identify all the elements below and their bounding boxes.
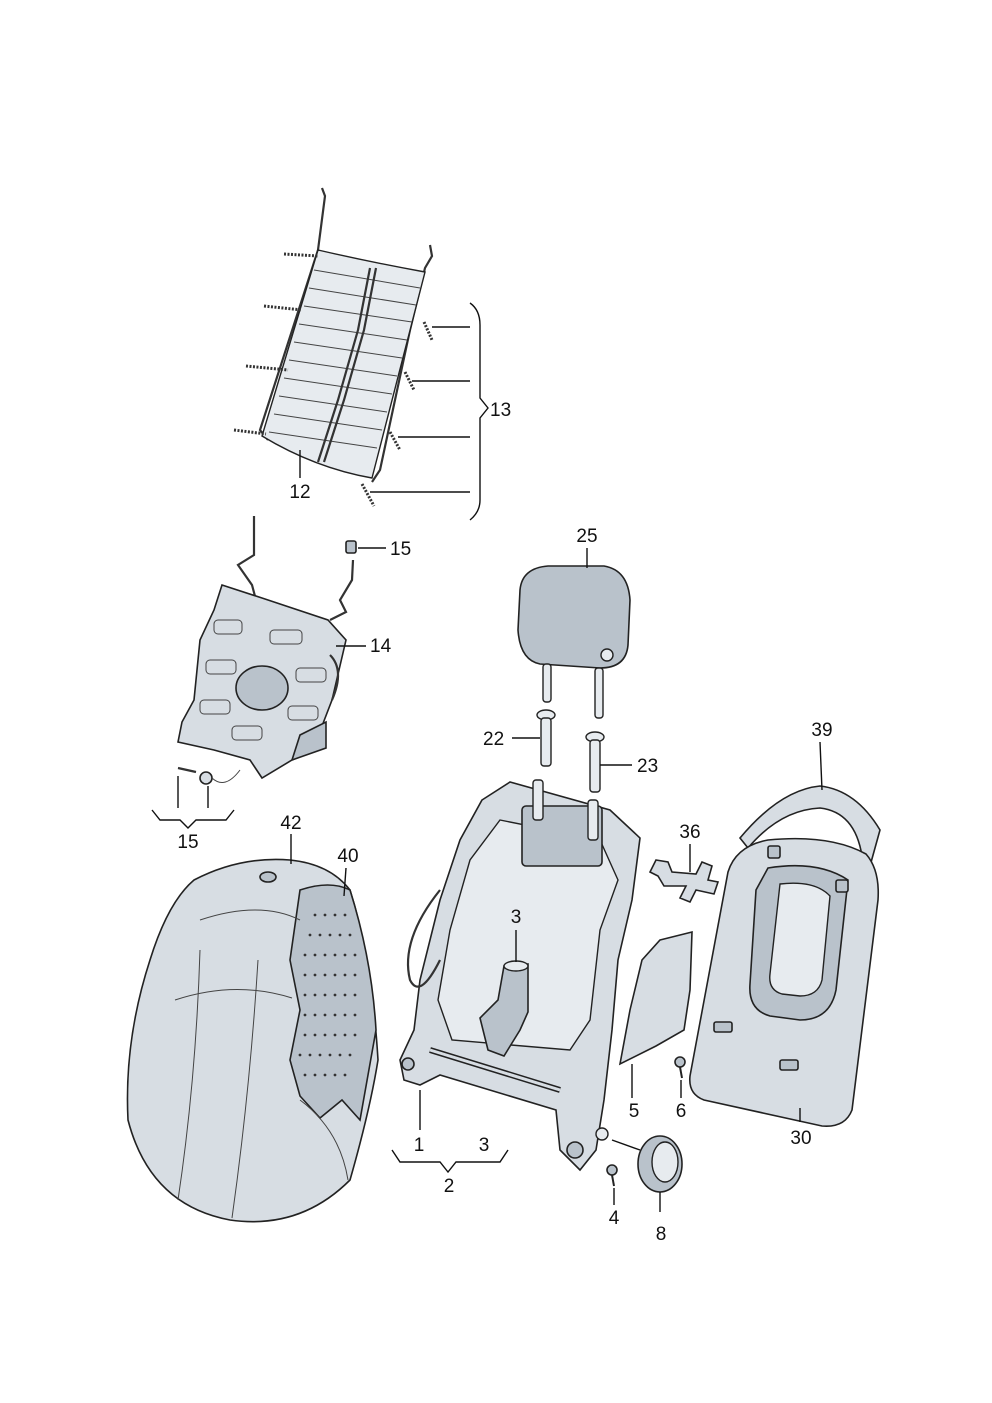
screw-6	[674, 1056, 686, 1079]
callout-1: 1	[414, 1135, 425, 1156]
callout-25: 25	[576, 526, 597, 547]
side-panel	[618, 930, 693, 1066]
handwheel	[611, 1135, 683, 1193]
rear-panel	[688, 837, 880, 1127]
callout-8: 8	[656, 1224, 667, 1245]
bracket-15	[151, 776, 235, 829]
callout-15-top: 15	[390, 539, 411, 560]
callout-42: 42	[280, 813, 301, 834]
bracket-36	[648, 859, 720, 904]
callout-3-set: 3	[479, 1135, 490, 1156]
screw-4	[606, 1164, 618, 1187]
callout-4: 4	[609, 1208, 620, 1229]
headrest-guide-left	[536, 709, 556, 767]
callout-6: 6	[676, 1101, 687, 1122]
callout-12: 12	[289, 482, 310, 503]
callout-5: 5	[629, 1101, 640, 1122]
bracket-13	[370, 302, 489, 521]
backrest-cover	[126, 858, 379, 1223]
headrest	[517, 565, 631, 719]
bracket-2	[391, 1149, 509, 1174]
lumbar-support-mat	[233, 187, 434, 507]
callout-2: 2	[444, 1176, 455, 1197]
lumbar-adjuster	[177, 516, 357, 785]
callout-39: 39	[811, 720, 832, 741]
callout-14: 14	[370, 636, 392, 657]
callout-30: 30	[790, 1128, 811, 1149]
callout-15-bottom: 15	[177, 832, 198, 853]
callout-22: 22	[483, 729, 504, 750]
callout-36: 36	[679, 822, 700, 843]
callout-40: 40	[337, 846, 358, 867]
headrest-guide-right	[585, 731, 605, 793]
recliner-motor	[479, 960, 529, 1057]
callout-23: 23	[637, 756, 658, 777]
callout-13: 13	[490, 400, 511, 421]
callout-3-motor: 3	[511, 907, 522, 928]
